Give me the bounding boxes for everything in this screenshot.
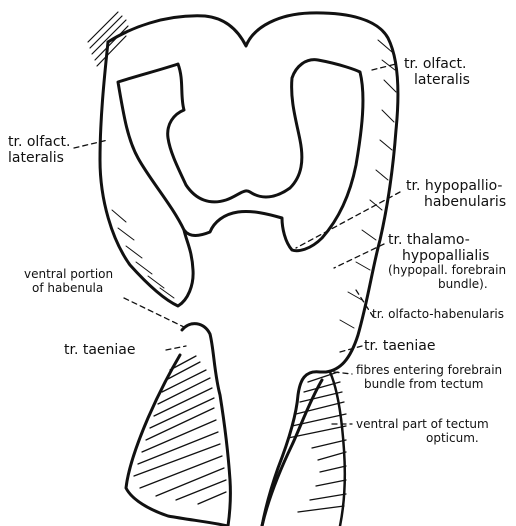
label-ventral-tectum: ventral part of tectum opticum.: [356, 418, 489, 446]
label-hypopallio-habenularis: tr. hypopallio- habenularis: [406, 178, 506, 210]
tectum-right-inner: [330, 372, 345, 526]
label-thalamo-hypopallialis: tr. thalamo- hypopallialis (hypopall. fo…: [388, 232, 506, 292]
tectum-left-lower: [126, 355, 228, 526]
forebrain-outline: [108, 13, 398, 526]
label-ventral-portion-habenula: ventral portion of habenula: [24, 268, 113, 296]
shading-tectum-left: [134, 356, 226, 504]
ventricle-outline: [118, 60, 363, 251]
label-olfact-lateralis-left: tr. olfact. lateralis: [8, 134, 70, 166]
label-olfacto-habenularis: tr. olfacto-habenularis: [372, 308, 504, 322]
label-olfact-lateralis-right: tr. olfact. lateralis: [404, 56, 470, 88]
shading-tectum-right: [288, 372, 346, 512]
tectum-right-outline: [262, 380, 322, 526]
label-fibres-entering: fibres entering forebrain bundle from te…: [356, 364, 502, 392]
label-taeniae-left: tr. taeniae: [64, 342, 136, 358]
leader-lines: [74, 64, 400, 424]
label-taeniae-right: tr. taeniae: [364, 338, 436, 354]
shading-olfact-left: [88, 12, 128, 66]
